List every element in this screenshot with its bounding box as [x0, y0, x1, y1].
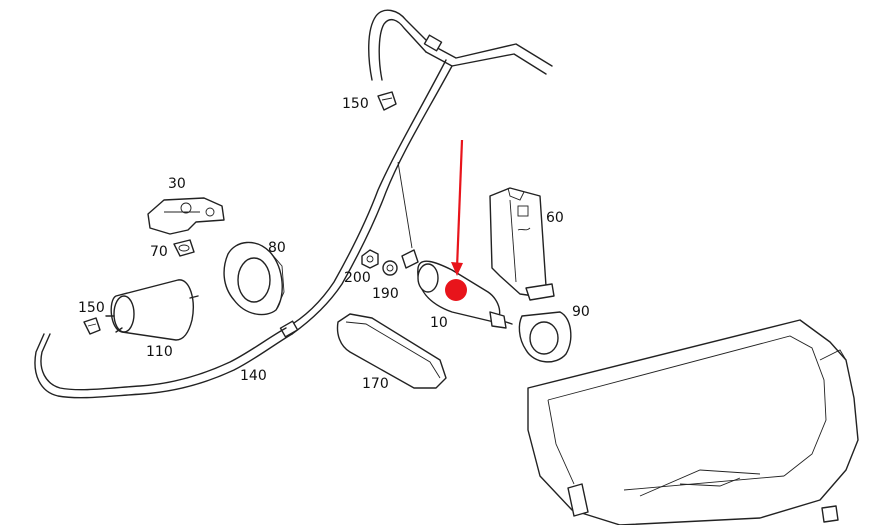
label-10: 10 — [430, 315, 448, 331]
label-70: 70 — [150, 244, 168, 260]
label-200: 200 — [344, 270, 371, 286]
bracket-60[interactable] — [489, 187, 555, 301]
washer-190[interactable] — [382, 260, 398, 276]
nut-200[interactable] — [361, 249, 379, 269]
cover-170[interactable] — [336, 313, 447, 389]
ring-clamp-90[interactable] — [518, 311, 572, 363]
bracket-30[interactable] — [147, 197, 225, 235]
fuel-filter-110[interactable] — [105, 279, 199, 341]
label-90: 90 — [572, 304, 590, 320]
clip-150-left[interactable] — [83, 317, 101, 335]
clip-150-top[interactable] — [377, 91, 397, 111]
label-30: 30 — [168, 176, 186, 192]
label-110: 110 — [146, 344, 173, 360]
label-80: 80 — [268, 240, 286, 256]
annotation-arrow — [451, 139, 464, 276]
label-60: 60 — [546, 210, 564, 226]
fuel-tank-shield[interactable] — [527, 319, 859, 525]
label-170: 170 — [362, 376, 389, 392]
label-150-top: 150 — [342, 96, 369, 112]
annotation-marker — [445, 279, 467, 301]
nut-70[interactable] — [173, 239, 195, 257]
label-190: 190 — [372, 286, 399, 302]
leader-hose-pump — [397, 161, 413, 249]
label-150-left: 150 — [78, 300, 105, 316]
hose-140[interactable] — [34, 9, 553, 399]
ring-clamp-80[interactable] — [223, 241, 285, 316]
label-140: 140 — [240, 368, 267, 384]
